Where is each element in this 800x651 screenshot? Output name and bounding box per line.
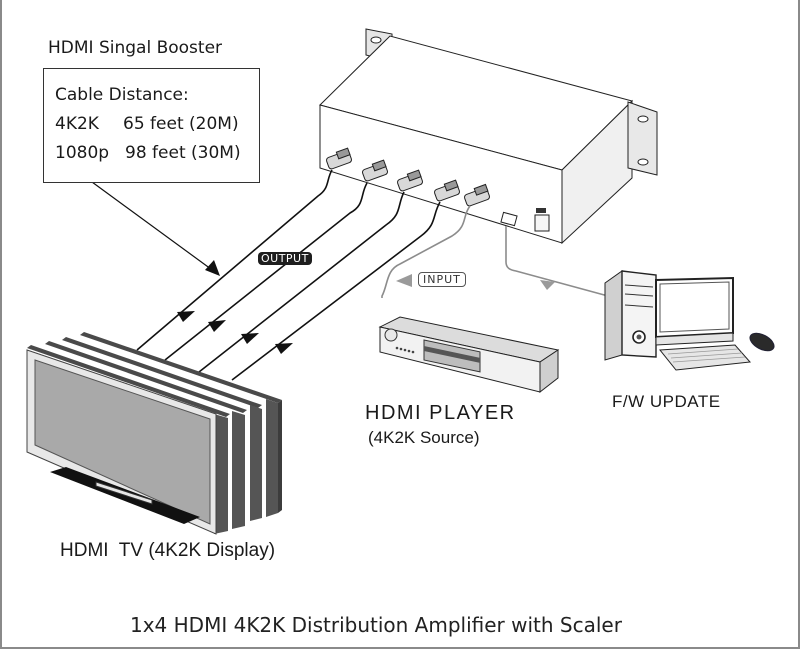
power-switch	[536, 208, 546, 213]
hdmi-connector-3	[397, 169, 423, 192]
booster-heading: HDMI Singal Booster	[48, 38, 223, 58]
spec-row: 1080p 98 feet (30M)	[55, 143, 241, 163]
tv-3	[62, 337, 262, 521]
hdmi-connector-4	[434, 179, 460, 202]
mouse-icon	[749, 332, 775, 352]
output-cable-4	[231, 201, 441, 381]
input-cable	[381, 205, 471, 298]
hdmi-input-connector	[464, 183, 490, 207]
fw-update-label: F/W UPDATE	[612, 392, 721, 411]
booster-pointer-line	[91, 181, 216, 273]
spec-format: 4K2K	[55, 114, 99, 134]
fw-update-cable	[505, 226, 609, 297]
booster-pointer-arrow	[205, 260, 220, 276]
output-cables	[136, 169, 441, 381]
output-cable-3	[198, 191, 405, 373]
fw-arrow-icon	[540, 280, 555, 290]
input-tag: INPUT	[418, 272, 466, 287]
input-arrow-icon	[396, 274, 412, 287]
spec-distance: 65 feet (20M)	[123, 114, 239, 134]
hdmi-connector-1	[326, 147, 352, 170]
cable-distance-title: Cable Distance:	[55, 85, 189, 105]
tv-2	[45, 341, 247, 529]
tv-1	[26, 345, 230, 535]
arrow-icon	[177, 311, 195, 322]
tv-stack	[26, 332, 282, 535]
tv-label: HDMI TV (4K2K Display)	[60, 540, 276, 561]
ear-hole	[637, 158, 649, 166]
output-cable-1	[136, 169, 333, 351]
spec-row: 4K2K 65 feet (20M)	[55, 114, 239, 134]
output-arrows	[177, 311, 293, 354]
spec-distance: 98 feet (30M)	[125, 143, 241, 163]
tv-4	[80, 332, 282, 517]
hdmi-player-device	[378, 316, 560, 394]
amplifier-device	[319, 28, 658, 245]
arrow-icon	[275, 343, 293, 354]
tv-screen	[34, 359, 211, 525]
output-cable-2	[164, 182, 368, 361]
amplifier-side	[561, 99, 633, 245]
player-dial	[384, 328, 398, 342]
hdmi-connector-2	[362, 159, 388, 182]
ear-hole	[637, 115, 649, 123]
ear-hole	[370, 36, 382, 44]
player-sublabel: (4K2K Source)	[368, 428, 480, 447]
arrow-icon	[241, 333, 259, 344]
arrow-icon	[208, 320, 226, 332]
computer-device	[604, 270, 775, 371]
spec-format: 1080p	[55, 143, 110, 163]
usb-port	[500, 211, 518, 227]
power-jack	[534, 214, 550, 232]
diagram-title: 1x4 HDMI 4K2K Distribution Amplifier wit…	[130, 613, 622, 637]
rack-ear-right	[627, 101, 658, 176]
cable-distance-box: Cable Distance: 4K2K 65 feet (20M) 1080p…	[43, 68, 260, 183]
player-label: HDMI PLAYER	[365, 402, 516, 424]
output-tag: OUTPUT	[258, 252, 312, 265]
